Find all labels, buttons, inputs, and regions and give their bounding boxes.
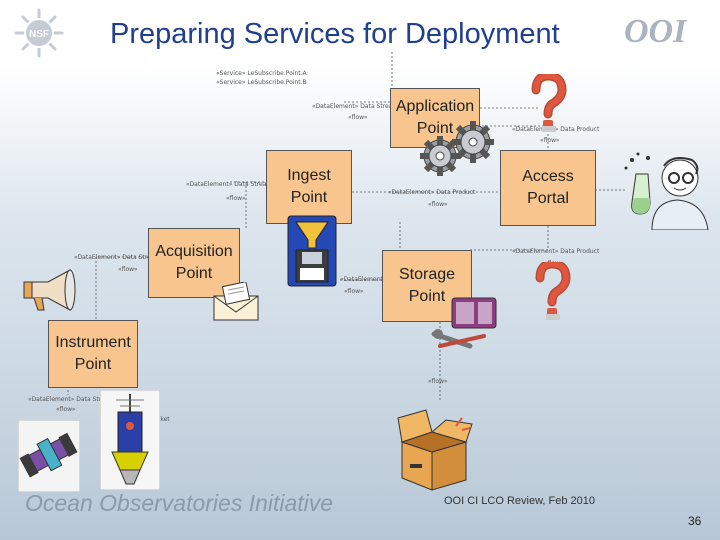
question-mark-icon — [532, 259, 572, 325]
ingest-point-box: Ingest Point — [266, 150, 352, 224]
uml-label: «flow» — [540, 137, 560, 144]
uml-label: «DataElement» Data Stream — [74, 254, 161, 261]
footer-review: OOI CI LCO Review, Feb 2010 — [444, 495, 596, 507]
uml-label: «flow» — [226, 195, 246, 202]
svg-text:OOI: OOI — [624, 13, 688, 48]
uml-label: «DataElement» Data Product — [388, 189, 476, 196]
ooi-logo: OOI — [622, 10, 708, 50]
svg-text:NSF: NSF — [29, 29, 49, 40]
uml-label: «flow» — [344, 288, 364, 295]
scientist-icon — [622, 152, 716, 235]
uml-label: «flow» — [56, 406, 76, 413]
funnel-floppy-icon — [286, 214, 338, 293]
instrument-icon — [99, 389, 161, 495]
uml-label: «DataElement» Data Stream — [312, 103, 399, 110]
megaphone-icon — [22, 268, 78, 317]
storage-point-box: Storage Point — [382, 250, 472, 322]
nsf-logo: NSF — [14, 8, 64, 58]
uml-label: «flow» — [428, 201, 448, 208]
instrument-icon — [17, 419, 81, 497]
question-mark-icon — [528, 71, 568, 137]
gears-icon — [418, 118, 498, 183]
uml-label: «DataElement» Data Stream — [186, 181, 273, 188]
footer-brand: Ocean Observatories Initiative — [25, 490, 334, 516]
uml-label: «DataElement» Data Product — [512, 248, 600, 255]
tools-icon — [430, 294, 502, 359]
uml-label: «flow» — [428, 378, 448, 385]
access-portal-box: Access Portal — [500, 150, 596, 226]
uml-label: «Service» LeSubscribe.Point.A — [216, 70, 307, 77]
uml-label: «Service» LeSubscribe.Point.B — [216, 79, 307, 86]
uml-label: «DataElement» Data Stream — [28, 396, 115, 403]
page-title: Preparing Services for Deployment — [110, 18, 560, 50]
uml-label: «flow» — [118, 266, 138, 273]
instrument-point-box: Instrument Point — [48, 320, 138, 388]
box-icon — [396, 408, 474, 497]
page-number: 36 — [688, 514, 702, 528]
uml-label: «flow» — [348, 114, 368, 121]
envelope-icon — [212, 281, 262, 327]
